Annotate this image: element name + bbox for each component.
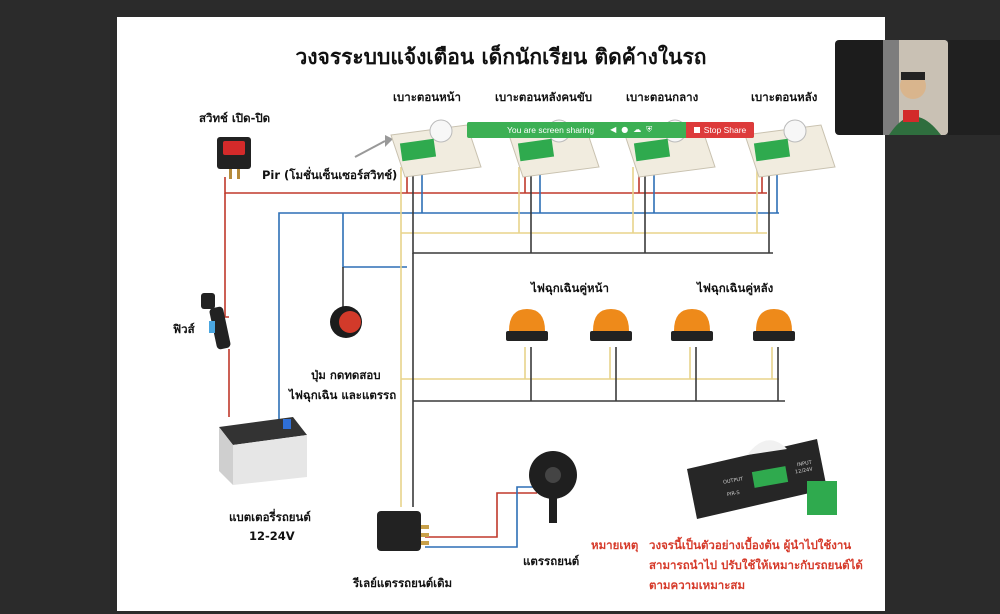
note-line-2: สามารถนำไป ปรับใช้ให้เหมาะกับรถยนต์ได้ xyxy=(649,558,863,572)
speaker-icon[interactable]: ◀ xyxy=(610,125,617,134)
stop-share-label: Stop Share xyxy=(703,125,747,135)
pir-sensor-rear xyxy=(744,119,836,178)
fuse-holder-icon xyxy=(201,293,231,350)
share-bar-icons: ◀ ● ☁ ⛨ xyxy=(610,125,652,135)
relay-icon xyxy=(377,511,429,551)
beacon-light-4 xyxy=(753,309,795,341)
pir-sensor-front xyxy=(390,119,482,178)
horn-icon xyxy=(529,451,577,523)
battery-icon xyxy=(219,417,307,485)
pir-arrow xyxy=(354,135,393,158)
share-status-text: You are screen sharing xyxy=(507,125,595,135)
front-lights-label: ไฟฉุกเฉินคู่หน้า xyxy=(531,281,609,295)
shield-icon[interactable]: ⛨ xyxy=(646,125,653,134)
switch-label: สวิทช์ เปิด-ปิด xyxy=(199,111,271,125)
screen-share-bar: You are screen sharing ◀ ● ☁ ⛨ Stop Shar… xyxy=(467,122,754,138)
button-label-line1: ปุ่ม กดทดสอบ xyxy=(311,368,381,382)
black-wire xyxy=(342,167,785,507)
cloud-icon[interactable]: ☁ xyxy=(633,125,642,134)
note-line-1: วงจรนี้เป็นตัวอย่างเบื้องต้น ผู้นำไปใช้ง… xyxy=(649,538,852,552)
seat-label-front: เบาะตอนหน้า xyxy=(393,90,462,104)
seat-label-rear: เบาะตอนหลัง xyxy=(751,90,818,104)
presentation-slide: วงจรระบบแจ้งเตือน เด็กนักเรียน ติดค้างใน… xyxy=(117,17,885,611)
relay-label: รีเลย์แตรรถยนต์เดิม xyxy=(353,576,453,590)
pir-module-image xyxy=(687,439,837,519)
test-button-icon xyxy=(330,306,362,338)
note-title: หมายเหตุ xyxy=(591,538,639,552)
rear-lights-label: ไฟฉุกเฉินคู่หลัง xyxy=(697,281,774,295)
stop-square-icon xyxy=(693,127,700,133)
participant-video[interactable] xyxy=(835,40,948,135)
participant-avatar xyxy=(883,40,948,135)
yellow-wire xyxy=(400,167,779,507)
button-label-line2: ไฟฉุกเฉิน และแตรรถ xyxy=(289,388,397,402)
window-edge xyxy=(948,40,1000,135)
fuse-label: ฟิวส์ xyxy=(173,322,195,336)
rocker-switch-icon xyxy=(217,137,251,179)
battery-label-line1: แบตเตอรี่รถยนต์ xyxy=(229,510,311,524)
mic-icon[interactable]: ● xyxy=(621,125,629,134)
note-line-3: ตามความเหมาะสม xyxy=(649,578,746,592)
participant-video-feed xyxy=(883,40,948,135)
horn-label: แตรรถยนต์ xyxy=(523,554,580,568)
stop-share-button[interactable]: Stop Share xyxy=(686,122,754,138)
beacon-light-1 xyxy=(506,309,548,341)
wiring-diagram xyxy=(224,135,785,548)
slide-title: วงจรระบบแจ้งเตือน เด็กนักเรียน ติดค้างใน… xyxy=(295,45,707,69)
beacon-light-3 xyxy=(671,309,713,341)
pir-label: Pir (โมชั่นเซ็นเซอร์สวิทช์) xyxy=(262,168,398,182)
seat-label-behind-driver: เบาะตอนหลังคนขับ xyxy=(495,90,593,104)
beacon-light-2 xyxy=(590,309,632,341)
battery-label-line2: 12-24V xyxy=(249,529,295,543)
seat-label-middle: เบาะตอนกลาง xyxy=(626,90,699,104)
